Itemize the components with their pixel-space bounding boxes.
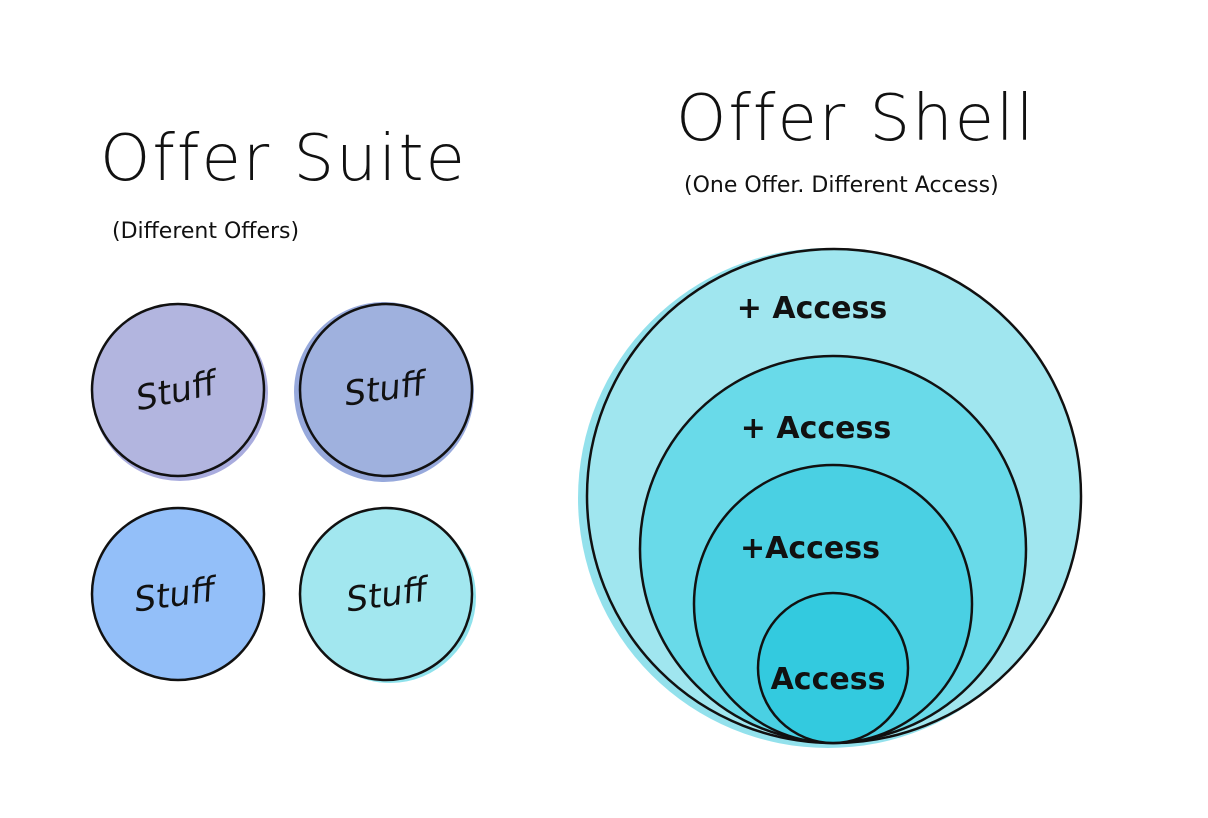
offer-suite-circle-2: Stuff <box>294 302 474 482</box>
offer-suite-title: Offer Suite <box>100 122 467 196</box>
offer-shell-section: Offer Shell (One Offer. Different Access… <box>578 82 1083 748</box>
ring-4-label: Access <box>771 662 886 697</box>
offer-shell-ring-4: Access <box>756 591 910 745</box>
offer-suite-circle-1: Stuff <box>90 302 268 481</box>
offer-shell-subtitle: (One Offer. Different Access) <box>684 173 999 198</box>
circle-3-shape <box>90 506 266 682</box>
ring-3-label: +Access <box>740 531 880 566</box>
offer-suite-circle-4: Stuff <box>298 506 476 683</box>
ring-4-shape <box>756 591 910 745</box>
circle-1-shape <box>90 302 266 478</box>
offer-suite-circle-3: Stuff <box>90 506 266 682</box>
circle-4-shape <box>298 506 474 682</box>
ring-1-label: + Access <box>737 291 887 326</box>
offer-suite-section: Offer Suite (Different Offers) Stuff Stu… <box>90 122 476 683</box>
circle-2-shape <box>298 302 474 478</box>
ring-2-label: + Access <box>741 411 891 446</box>
offer-suite-subtitle: (Different Offers) <box>112 219 299 244</box>
offer-shell-title: Offer Shell <box>676 82 1036 156</box>
